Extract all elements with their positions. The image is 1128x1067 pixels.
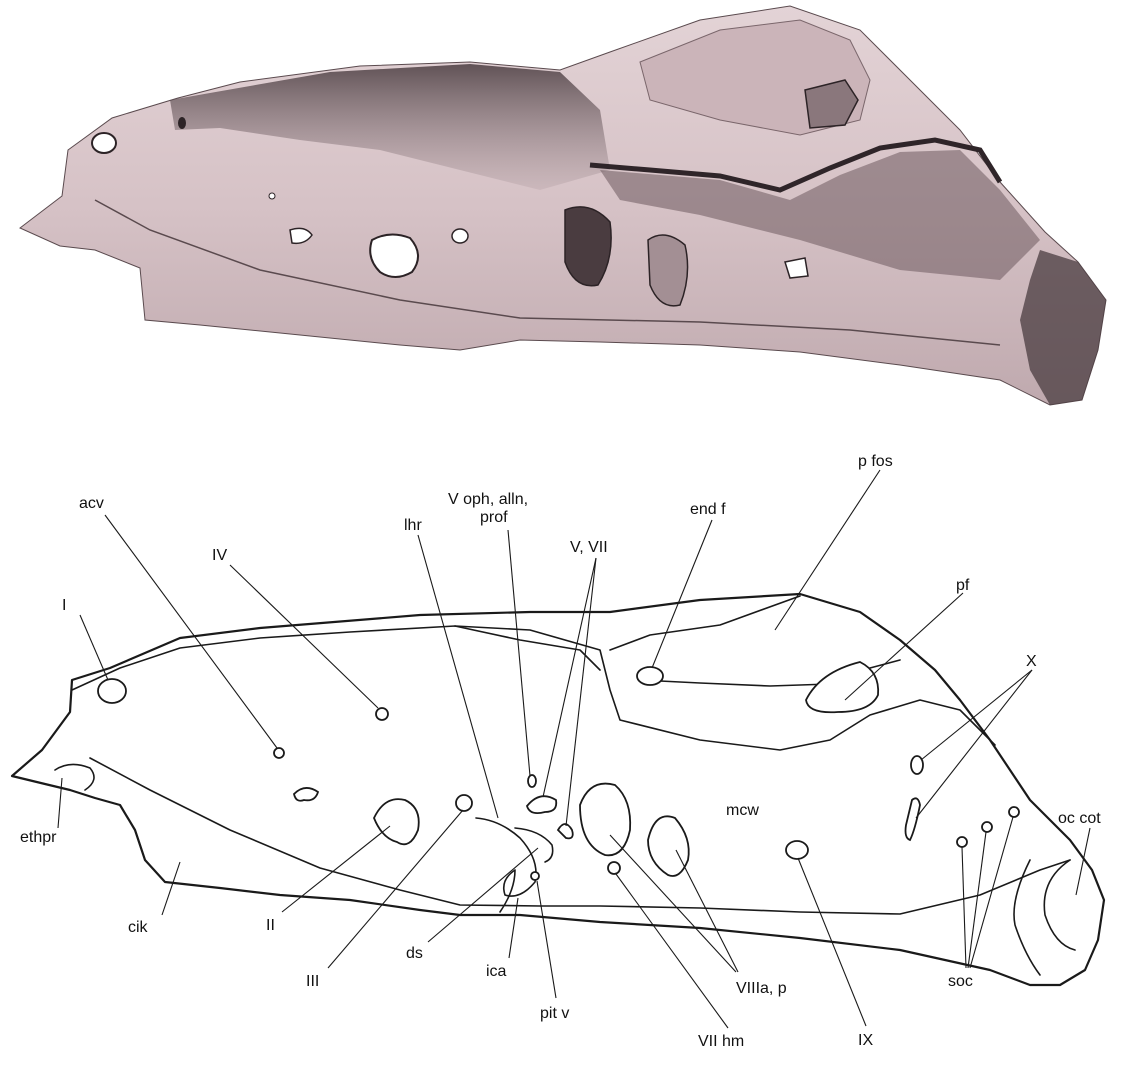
render-foramen-6 [565,207,611,286]
drawing-outline [12,594,1104,985]
drawing-foramen-pf [806,662,878,712]
leader-VII-hm [616,874,728,1028]
drawing-foramen-X-lower [906,798,921,840]
drawing-dorsum-sellae [515,828,553,862]
leader-X-a [921,670,1032,760]
leader-soc-3 [970,817,1013,968]
leader-IV [230,565,378,708]
render-foramen-8 [785,258,808,278]
label-VIIIa-p: VIIIa, p [736,980,787,997]
label-II: II [266,917,275,934]
drawing-foramen-v-oph [528,775,536,787]
drawing-foramen-pit-v [531,872,539,880]
drawing-foramen-v-vii-lower [558,824,573,838]
leader-soc-2 [968,832,986,968]
label-ds: ds [406,945,423,962]
leader-X-b [916,670,1032,818]
label-I: I [62,597,66,614]
label-v-oph-line2: prof [480,509,508,526]
skull-line-drawing [12,594,1104,985]
label-pit-v: pit v [540,1005,569,1022]
leader-VIIIp [676,850,738,972]
skull-3d-render [20,6,1106,405]
label-acv: acv [79,495,104,512]
drawing-foramen-X-upper [911,756,923,774]
render-foramen-2 [370,234,418,277]
drawing-pituitary-region [476,818,536,912]
label-end-f: end f [690,501,726,518]
drawing-labels: I acv IV lhr V oph, alln, prof V, VII en… [20,453,1101,1050]
label-ica: ica [486,963,507,980]
render-foramen-1 [92,133,116,153]
drawing-foramen-IV [376,708,388,720]
drawing-foramen-VII-hm [608,862,620,874]
drawing-foramen-end-f [637,667,663,685]
label-v-vii: V, VII [570,539,608,556]
leader-ds [428,848,538,942]
leader-oc-cot [1076,828,1090,895]
label-mcw: mcw [726,802,759,819]
label-IX: IX [858,1032,873,1049]
label-v-oph-line1: V oph, alln, [448,491,528,508]
drawing-foramen-acv [274,748,284,758]
label-III: III [306,973,319,990]
label-lhr: lhr [404,517,422,534]
render-foramen-10 [178,117,186,129]
leader-lhr [418,535,498,818]
leader-end-f [652,520,712,668]
leader-soc-1 [962,847,966,968]
render-foramen-5 [269,193,275,199]
render-foramen-4 [452,229,468,243]
drawing-foramen-II [374,799,419,844]
leader-IX [798,858,866,1026]
leader-I [80,615,108,680]
label-ethpr: ethpr [20,829,57,846]
leader-v-vii-a [543,558,596,797]
drawing-fossa-rim [455,626,600,670]
drawing-foramen-soc-2 [982,822,992,832]
leader-v-vii-b [566,558,596,826]
label-VII-hm: VII hm [698,1033,744,1050]
label-IV: IV [212,547,227,564]
drawing-foramen-VIIIp [648,816,689,876]
leader-acv [105,515,277,748]
drawing-foramen-VIIIa [580,784,630,856]
label-p-fos: p fos [858,453,893,470]
label-oc-cot: oc cot [1058,810,1101,827]
leader-v-oph [508,530,530,776]
drawing-foramen-II-small [294,788,318,801]
leader-p-fos [775,470,880,630]
leader-ica [509,898,518,958]
drawing-foramen-IX [786,841,808,859]
drawing-foramen-soc-3 [1009,807,1019,817]
drawing-foramen-I [98,679,126,703]
drawing-foramen-soc-1 [957,837,967,847]
drawing-foramen-v-vii-upper [527,796,556,813]
leader-ethpr [58,778,62,828]
leader-cik [162,862,180,915]
label-X: X [1026,653,1037,670]
label-soc: soc [948,973,973,990]
leader-pit-v [537,881,556,998]
label-pf: pf [956,577,970,594]
label-cik: cik [128,919,149,936]
drawing-foramen-III [456,795,472,811]
